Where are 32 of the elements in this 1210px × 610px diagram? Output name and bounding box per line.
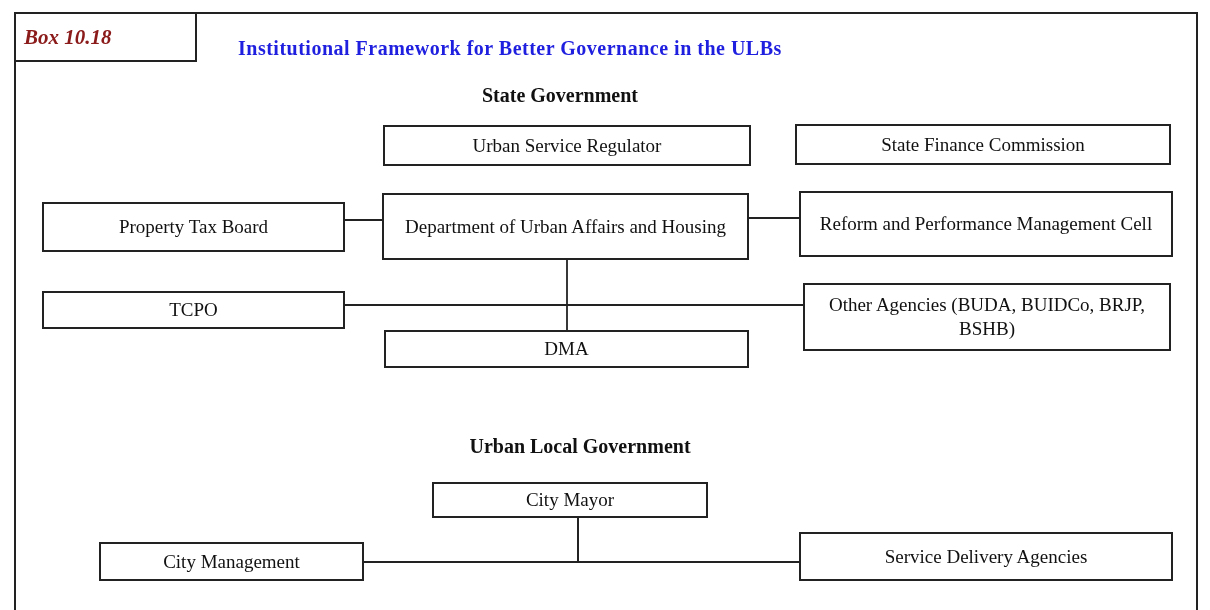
org-box <box>799 191 1173 257</box>
box-number-tag <box>14 12 197 62</box>
box-label: DMA <box>544 337 589 361</box>
org-box <box>383 125 751 166</box>
diagram-title: Institutional Framework for Better Governance in the ULBs <box>238 36 782 61</box>
org-box <box>795 124 1171 165</box>
connector-line <box>577 517 800 563</box>
connector-line <box>344 219 383 221</box>
box-label: Reform and Performance Management Cell <box>819 212 1153 236</box>
box-label: TCPO <box>169 298 218 322</box>
connector-line <box>344 304 804 306</box>
section-heading: Urban Local Government <box>468 434 692 459</box>
box-label: Other Agencies (BUDA, BUIDCo, BRJP, BSHB) <box>827 293 1147 341</box>
org-box <box>432 482 708 518</box>
org-box <box>799 532 1173 581</box>
org-box <box>42 291 345 329</box>
org-box <box>803 283 1171 351</box>
box-label: Service Delivery Agencies <box>884 544 1088 569</box>
box-label: City Mayor <box>525 488 615 512</box>
org-box <box>42 202 345 252</box>
section-heading: State Government <box>480 83 640 108</box>
box-label: City Management <box>163 549 300 574</box>
org-box <box>99 542 364 581</box>
box-label: Urban Service Regulator <box>472 133 662 158</box>
connector-line <box>566 259 568 331</box>
org-box <box>384 330 749 368</box>
box-label: Department of Urban Affairs and Housing <box>405 214 726 239</box>
box-number: Box 10.18 <box>24 23 112 51</box>
box-label: Property Tax Board <box>118 215 269 239</box>
org-box <box>382 193 749 260</box>
connector-line <box>748 217 800 219</box>
box-label: State Finance Commission <box>881 132 1085 157</box>
